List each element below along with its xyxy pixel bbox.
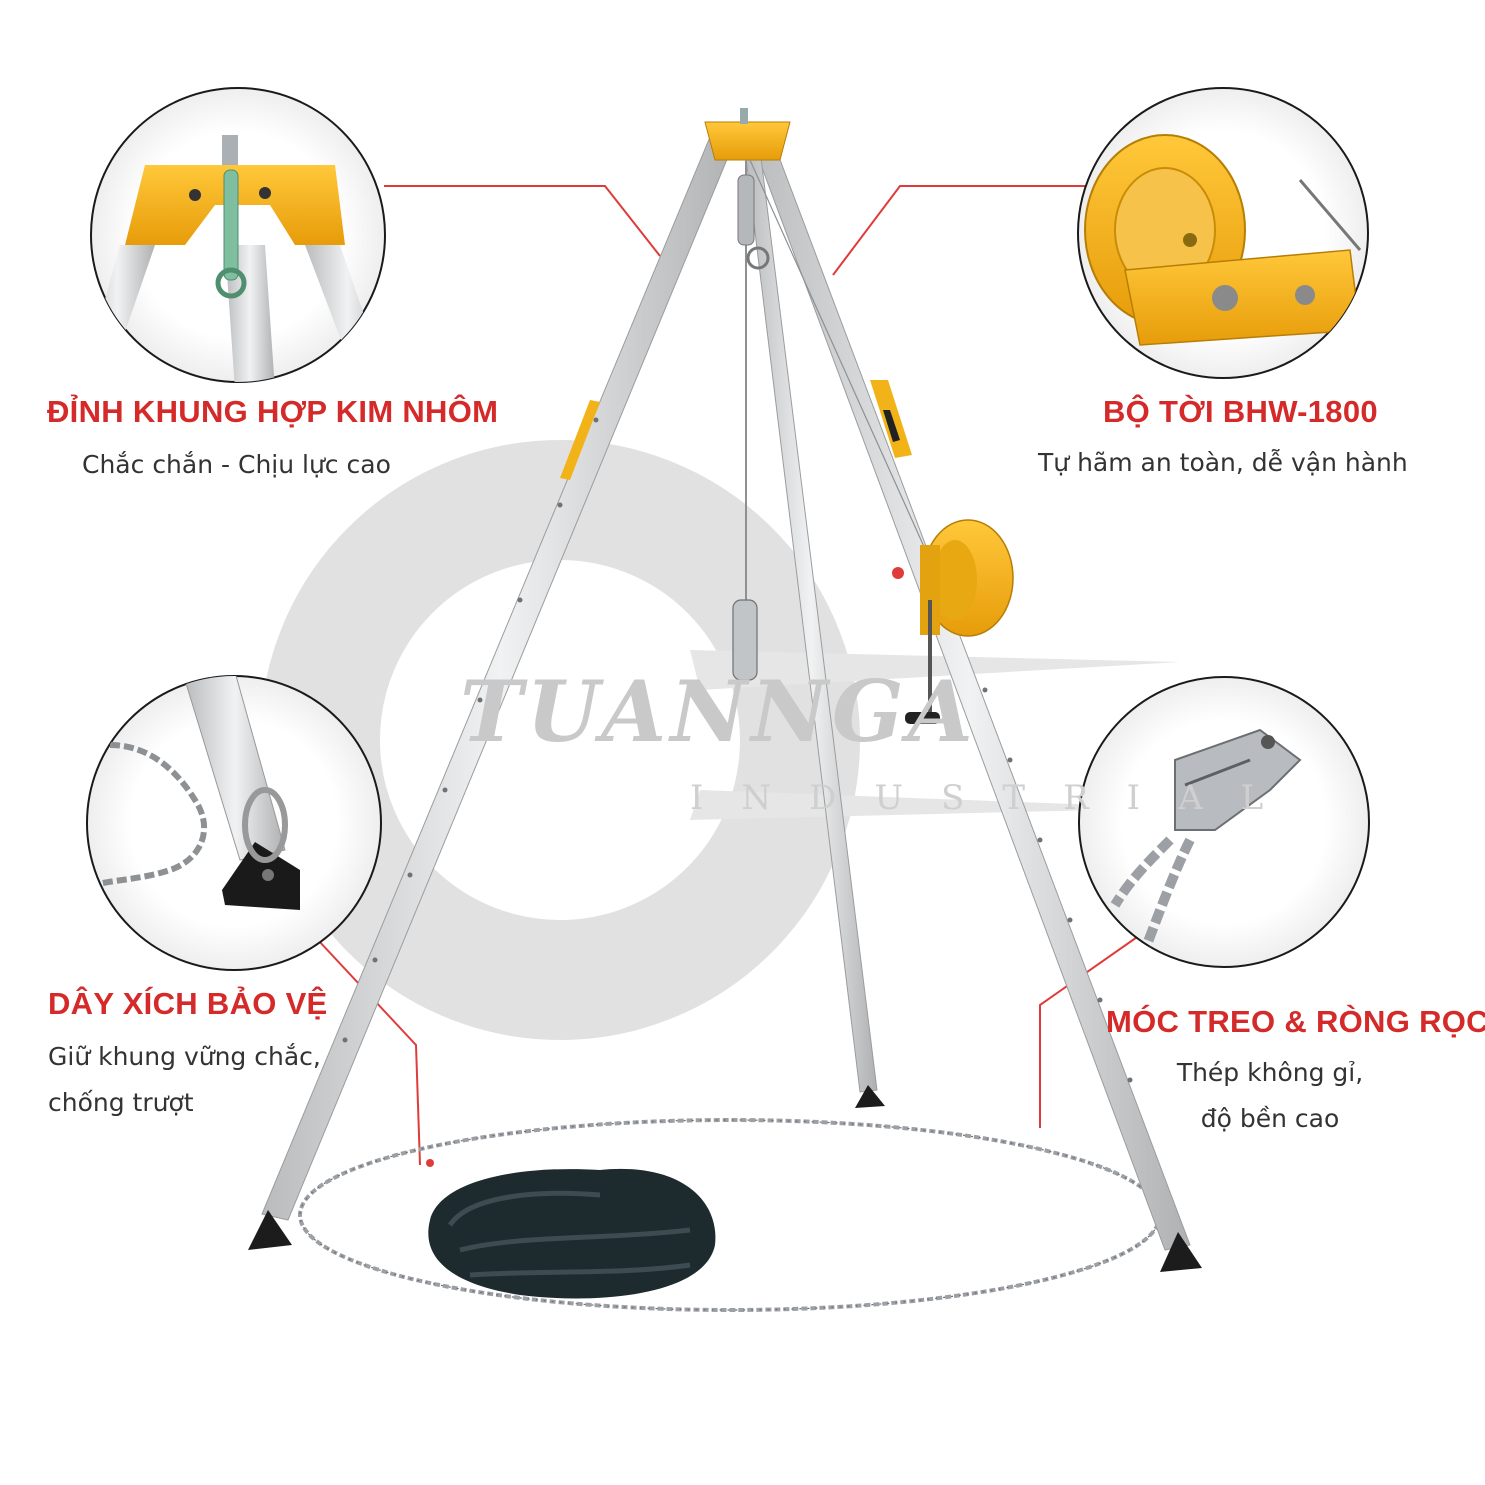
tripod-head (704, 108, 931, 681)
detail-hook-circle (1078, 676, 1370, 968)
feature-title-top: ĐỈNH KHUNG HỢP KIM NHÔM (47, 394, 499, 429)
feature-desc-hook-line1: Thép không gỉ, (1176, 1058, 1364, 1087)
watermark-brand: TUANNGA (460, 662, 977, 761)
feature-title-chain: DÂY XÍCH BẢO VỆ (48, 986, 328, 1021)
feature-title-hook: MÓC TREO & RÒNG RỌC (1106, 1004, 1485, 1039)
detail-chain-circle (86, 675, 382, 971)
chain-bag (428, 1168, 716, 1299)
callout-lines (317, 185, 1151, 1166)
detail-top-circle (90, 87, 386, 383)
winch (892, 519, 1014, 724)
watermark-tagline: INDUSTRIAL (690, 778, 1302, 818)
feature-desc-winch: Tự hãm an toàn, dễ vận hành (1038, 448, 1408, 477)
tripod-legs (248, 124, 1202, 1272)
ground-chain (298, 1118, 1162, 1312)
feature-title-winch: BỘ TỜI BHW-1800 (1103, 394, 1378, 429)
detail-winch-circle (1077, 87, 1369, 379)
feature-desc-chain-line1: Giữ khung vững chắc, (48, 1042, 321, 1071)
feature-desc-hook-line2: độ bền cao (1200, 1104, 1340, 1133)
feature-desc-chain-line2: chống trượt (48, 1088, 194, 1117)
feature-desc-top: Chắc chắn - Chịu lực cao (82, 450, 391, 479)
